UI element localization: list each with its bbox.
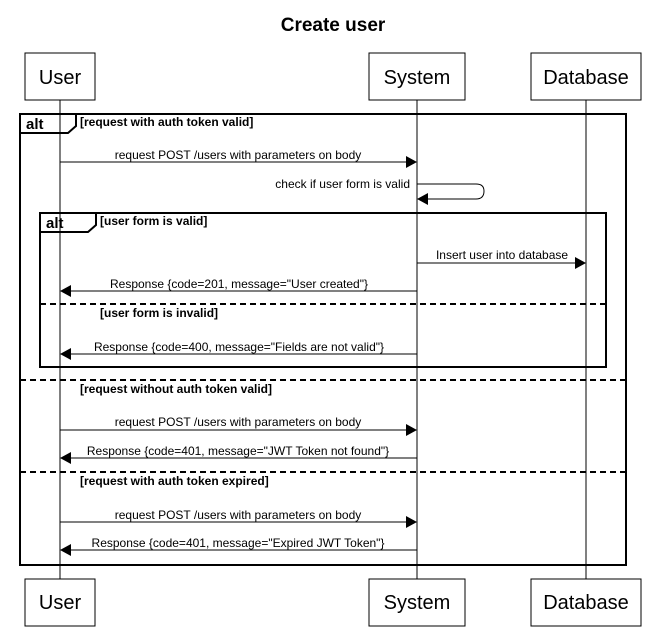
message-request-post: request POST /users with parameters on b… <box>60 148 417 168</box>
participant-label: System <box>384 67 451 89</box>
message-response-401-not-found: Response {code=401, message="JWT Token n… <box>60 444 417 464</box>
participant-database-top: Database <box>530 52 642 101</box>
message-label: request POST /users with parameters on b… <box>115 148 362 162</box>
message-self-check: check if user form is valid <box>275 177 485 205</box>
alt-condition: [user form is invalid] <box>100 306 218 320</box>
alt-condition: [request without auth token valid] <box>80 382 272 396</box>
participant-label: System <box>384 592 451 614</box>
message-request-post: request POST /users with parameters on b… <box>60 415 417 436</box>
participant-label: Database <box>543 67 629 89</box>
participant-database-bottom: Database <box>530 578 642 627</box>
message-response-401-expired: Response {code=401, message="Expired JWT… <box>60 536 417 556</box>
alt-condition: [request with auth token valid] <box>80 115 253 129</box>
alt-tag: alt <box>46 215 64 232</box>
participant-user-bottom: User <box>24 578 96 627</box>
message-label: Response {code=400, message="Fields are … <box>94 340 384 354</box>
participant-system-top: System <box>368 52 466 101</box>
alt-condition: [user form is valid] <box>100 214 207 228</box>
participant-user-top: User <box>24 52 96 101</box>
message-label: check if user form is valid <box>275 177 410 191</box>
alt-condition: [request with auth token expired] <box>80 474 269 488</box>
message-response-400: Response {code=400, message="Fields are … <box>60 340 417 360</box>
message-label: Response {code=401, message="Expired JWT… <box>92 536 385 550</box>
participant-label: User <box>39 67 82 89</box>
inner-alt-frame: alt [user form is valid] [user form is i… <box>39 212 607 368</box>
message-response-201: Response {code=201, message="User create… <box>60 277 417 297</box>
participant-label: Database <box>543 592 629 614</box>
message-request-post: request POST /users with parameters on b… <box>60 508 417 528</box>
message-insert-user: Insert user into database <box>417 248 586 269</box>
diagram-title: Create user <box>281 15 386 36</box>
message-label: Response {code=201, message="User create… <box>110 277 368 291</box>
participant-label: User <box>39 592 82 614</box>
message-label: Insert user into database <box>436 248 568 262</box>
message-label: request POST /users with parameters on b… <box>115 508 362 522</box>
participant-system-bottom: System <box>368 578 466 627</box>
alt-tag: alt <box>26 116 44 133</box>
outer-alt-frame: alt [request with auth token valid] [req… <box>19 113 627 566</box>
message-label: Response {code=401, message="JWT Token n… <box>87 444 389 458</box>
message-label: request POST /users with parameters on b… <box>115 415 362 429</box>
